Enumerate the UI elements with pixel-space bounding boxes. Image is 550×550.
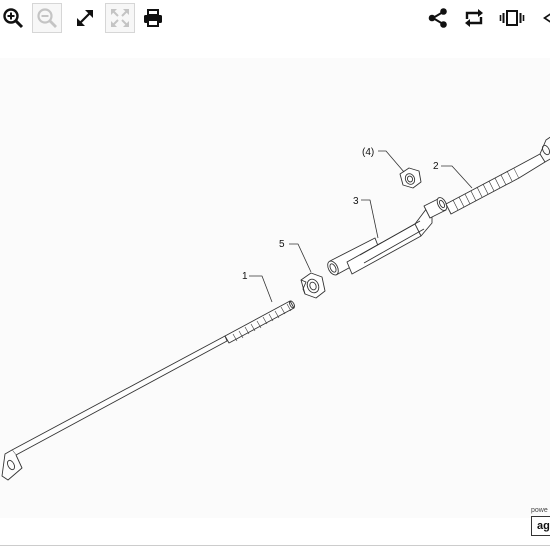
- brand-logo[interactable]: ag: [531, 516, 550, 536]
- part-3-turnbuckle[interactable]: [326, 196, 449, 277]
- fit-to-screen-button[interactable]: [105, 3, 135, 33]
- part-2-rod[interactable]: [445, 136, 550, 215]
- rotate-button[interactable]: [459, 3, 489, 33]
- view-toggle-button[interactable]: [497, 3, 527, 33]
- expand-button[interactable]: [70, 3, 100, 33]
- callout-part-4[interactable]: (4): [362, 147, 374, 158]
- part-1-rod[interactable]: [1, 300, 296, 481]
- toolbar: [0, 0, 550, 40]
- callout-part-5[interactable]: 5: [279, 239, 285, 250]
- part-5-nut[interactable]: [300, 272, 326, 299]
- callout-part-3[interactable]: 3: [353, 196, 359, 207]
- collapse-button[interactable]: [534, 3, 550, 33]
- callout-part-2[interactable]: 2: [433, 161, 439, 172]
- callout-part-1[interactable]: 1: [242, 271, 248, 282]
- expand-icon: [77, 10, 93, 26]
- rotate-icon: [465, 9, 483, 27]
- zoom-in-icon: [3, 8, 24, 29]
- diagram-canvas[interactable]: 1 5 3 (4) 2: [0, 58, 550, 518]
- parts-diagram: 1 5 3 (4) 2: [1, 136, 550, 481]
- print-button[interactable]: [138, 3, 168, 33]
- view-toggle-icon: [499, 10, 525, 26]
- zoom-in-button[interactable]: [0, 3, 28, 33]
- callouts: 1 5 3 (4) 2: [242, 147, 439, 282]
- zoom-out-icon: [37, 8, 57, 28]
- print-icon: [144, 9, 162, 27]
- share-button[interactable]: [423, 3, 453, 33]
- share-icon: [428, 8, 447, 28]
- fit-to-screen-icon: [111, 9, 129, 27]
- zoom-out-button[interactable]: [32, 3, 62, 33]
- divider: [0, 545, 550, 546]
- part-4-nut[interactable]: [399, 167, 422, 189]
- collapse-arrow-icon: [543, 13, 550, 23]
- powered-by-label: powe: [531, 507, 548, 514]
